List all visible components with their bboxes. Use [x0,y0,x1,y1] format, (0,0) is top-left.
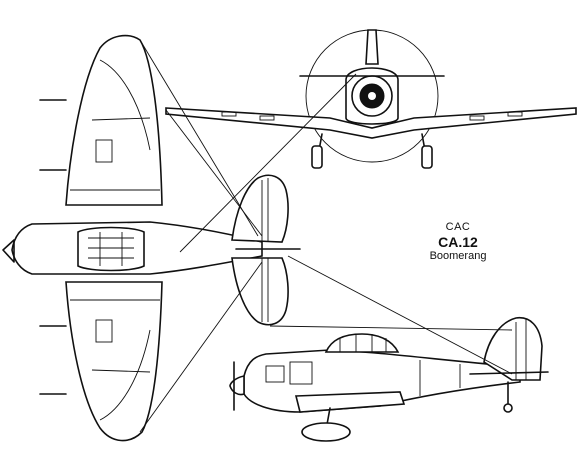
side-wing [294,391,406,413]
front-view [165,29,577,169]
side-landing-gear [301,381,513,442]
fin-side [483,317,543,381]
upper-tailplane [231,174,289,243]
front-landing-gear [311,133,433,169]
canopy-side [324,333,400,353]
aircraft-title: CAC CA.12 Boomerang [408,220,508,263]
spinner-plan [2,239,15,263]
side-view [229,317,549,442]
manufacturer-label: CAC [445,221,471,233]
canopy-plan [77,226,145,272]
lower-tailplane [231,257,289,326]
aircraft-name-label: Boomerang [429,250,487,262]
projection-lines [139,39,513,433]
plan-view [2,34,301,442]
model-label: CA.12 [438,234,478,250]
spinner-side [229,375,245,396]
front-wing [165,107,577,139]
lower-wing [65,281,163,442]
upper-wing [65,34,163,206]
